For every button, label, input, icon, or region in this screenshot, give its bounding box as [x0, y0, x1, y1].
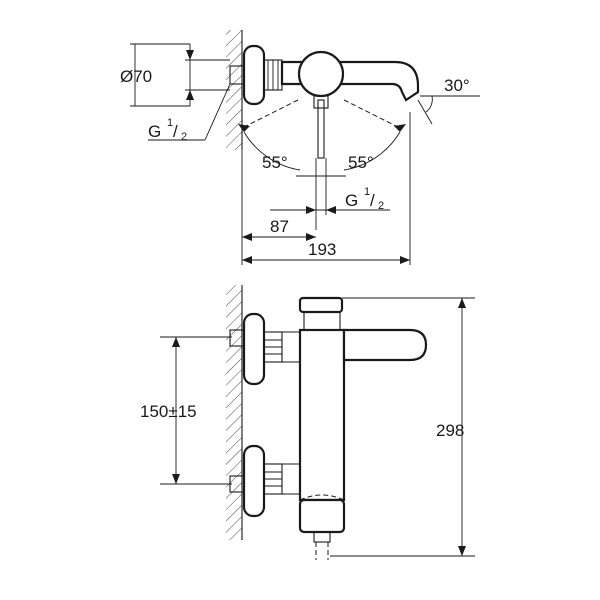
svg-text:/: / — [370, 191, 375, 210]
mixer-body-front — [298, 296, 346, 560]
lower-connection — [229, 444, 301, 518]
thread-left-sub: 2 — [181, 131, 187, 143]
front-view: 150±15 298 — [140, 285, 475, 560]
diameter-label: Ø70 — [120, 67, 152, 86]
wall-section-front — [226, 285, 243, 540]
thread-bottom-sup: 1 — [364, 186, 370, 198]
upper-connection — [229, 312, 301, 386]
svg-text:/: / — [173, 122, 178, 141]
angle-left-label: 55° — [262, 153, 288, 172]
width-short-label: 87 — [270, 217, 289, 236]
width-total-label: 193 — [308, 240, 336, 259]
thread-bottom-sub: 2 — [378, 200, 384, 212]
thread-left-letter: G — [148, 122, 161, 141]
thread-left-sup: 1 — [167, 117, 173, 129]
mixer-lever-front — [342, 328, 428, 362]
spacing-label: 150±15 — [140, 402, 197, 421]
top-view: Ø70 G 1 / 2 30° 55° 55° G 1 / 2 87 — [120, 30, 480, 265]
mixer-body-top — [280, 50, 420, 159]
thread-bottom-letter: G — [345, 191, 358, 210]
spout-angle-label: 30° — [444, 76, 470, 95]
height-label: 298 — [436, 421, 464, 440]
connector-escutcheon-top — [229, 44, 283, 106]
angle-right-label: 55° — [348, 153, 374, 172]
